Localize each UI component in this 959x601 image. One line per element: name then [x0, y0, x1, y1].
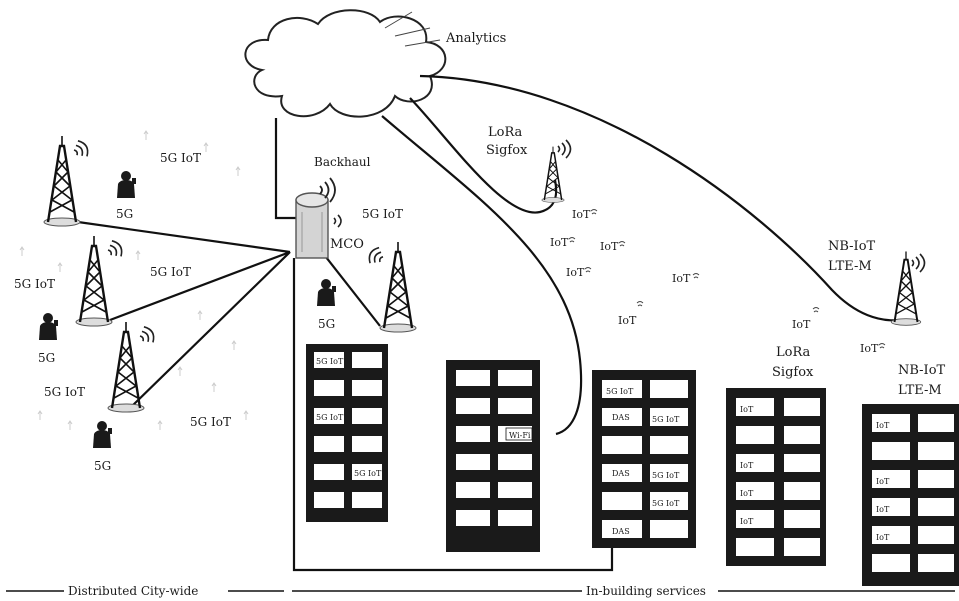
link-tower-4 — [321, 251, 381, 327]
iot-label: IoT — [672, 272, 691, 285]
building-3-cell: 5G IoT — [652, 471, 680, 480]
analytics-cloud — [244, 9, 447, 118]
building-5-cell: IoT — [876, 505, 890, 514]
building-3-cell: 5G IoT — [606, 387, 634, 396]
link-lora-tower — [409, 97, 558, 214]
building-5-title-1: NB-IoT — [898, 363, 946, 378]
mco-label: MCO — [330, 237, 364, 252]
building-4-title-1: LoRa — [776, 345, 811, 360]
city-iot-label-5: 5G IoT — [190, 415, 231, 429]
link-tower-3 — [129, 251, 291, 409]
iot-label: IoT — [572, 208, 591, 221]
user-label-4: 5G — [318, 317, 335, 331]
building-4-title-2: Sigfox — [772, 365, 814, 380]
building-5-title-2: LTE-M — [898, 383, 942, 398]
building-4-cell: IoT — [740, 517, 754, 526]
building-2: Wi-Fi — [446, 360, 540, 552]
building-1: 5G IoT 5G IoT 5G IoT — [306, 344, 388, 522]
user-label-1: 5G — [116, 207, 133, 221]
sigfox-label: Sigfox — [486, 143, 528, 158]
user-icon-3 — [93, 421, 112, 448]
building-3-cell: 5G IoT — [652, 415, 680, 424]
iot-label: IoT — [792, 318, 811, 331]
connection-lines — [77, 74, 901, 572]
building-4: IoT IoT IoT IoT — [726, 388, 826, 566]
building-4-cell: IoT — [740, 461, 754, 470]
building-2-cell: Wi-Fi — [509, 431, 531, 440]
link-tower-2 — [109, 250, 291, 322]
mco-5g-iot-label: 5G IoT — [362, 207, 403, 221]
cell-tower-3 — [106, 320, 158, 414]
building-3-cell: DAS — [612, 413, 630, 422]
footer-distributed-label: Distributed City-wide — [68, 584, 198, 598]
lora-label: LoRa — [488, 125, 523, 140]
cell-tower-2 — [74, 234, 126, 328]
ltem-label: LTE-M — [828, 259, 872, 274]
city-iot-label-4: 5G IoT — [44, 385, 85, 399]
user-icon-1 — [117, 171, 136, 198]
building-5: IoT IoT IoT IoT — [862, 404, 959, 586]
link-in-building — [292, 258, 614, 572]
footer-in-building-label: In-building services — [586, 584, 706, 598]
iot-label: IoT — [566, 266, 585, 279]
backhaul-label: Backhaul — [314, 155, 371, 169]
building-5-cell: IoT — [876, 421, 890, 430]
building-3-cell: 5G IoT — [652, 499, 680, 508]
link-building-2 — [381, 115, 583, 436]
building-5-cell: IoT — [876, 533, 890, 542]
building-3: 5G IoT DAS 5G IoT DAS 5G IoT 5G IoT DAS — [592, 370, 696, 548]
iot-label: IoT — [618, 314, 637, 327]
nbiot-tower — [890, 250, 926, 327]
link-nbiot-tower — [419, 74, 901, 322]
nbiot-label: NB-IoT — [828, 239, 876, 254]
iot-label: IoT — [860, 342, 879, 355]
user-label-3: 5G — [94, 459, 111, 473]
building-4-cell: IoT — [740, 405, 754, 414]
building-3-cell: DAS — [612, 469, 630, 478]
mco-unit — [295, 177, 342, 259]
cell-tower-1 — [42, 134, 92, 228]
link-tower-1 — [77, 220, 291, 254]
user-icon-4 — [317, 279, 336, 306]
building-4-cell: IoT — [740, 489, 754, 498]
user-label-2: 5G — [38, 351, 55, 365]
backhaul-link — [274, 118, 300, 220]
analytics-rays — [384, 11, 441, 47]
building-5-cell: IoT — [876, 477, 890, 486]
analytics-label: Analytics — [445, 31, 506, 46]
scattered-iot: IoT IoT IoT IoT IoT IoT IoT IoT — [550, 208, 886, 355]
iot-label: IoT — [600, 240, 619, 253]
city-iot-label-3: 5G IoT — [14, 277, 55, 291]
building-1-cell: 5G IoT — [354, 469, 382, 478]
building-1-cell: 5G IoT — [316, 357, 344, 366]
user-icon-2 — [39, 313, 58, 340]
city-iot-label-2: 5G IoT — [150, 265, 191, 279]
building-1-cell: 5G IoT — [316, 413, 344, 422]
iot-label: IoT — [550, 236, 569, 249]
city-iot-label-1: 5G IoT — [160, 151, 201, 165]
building-3-cell: DAS — [612, 527, 630, 536]
